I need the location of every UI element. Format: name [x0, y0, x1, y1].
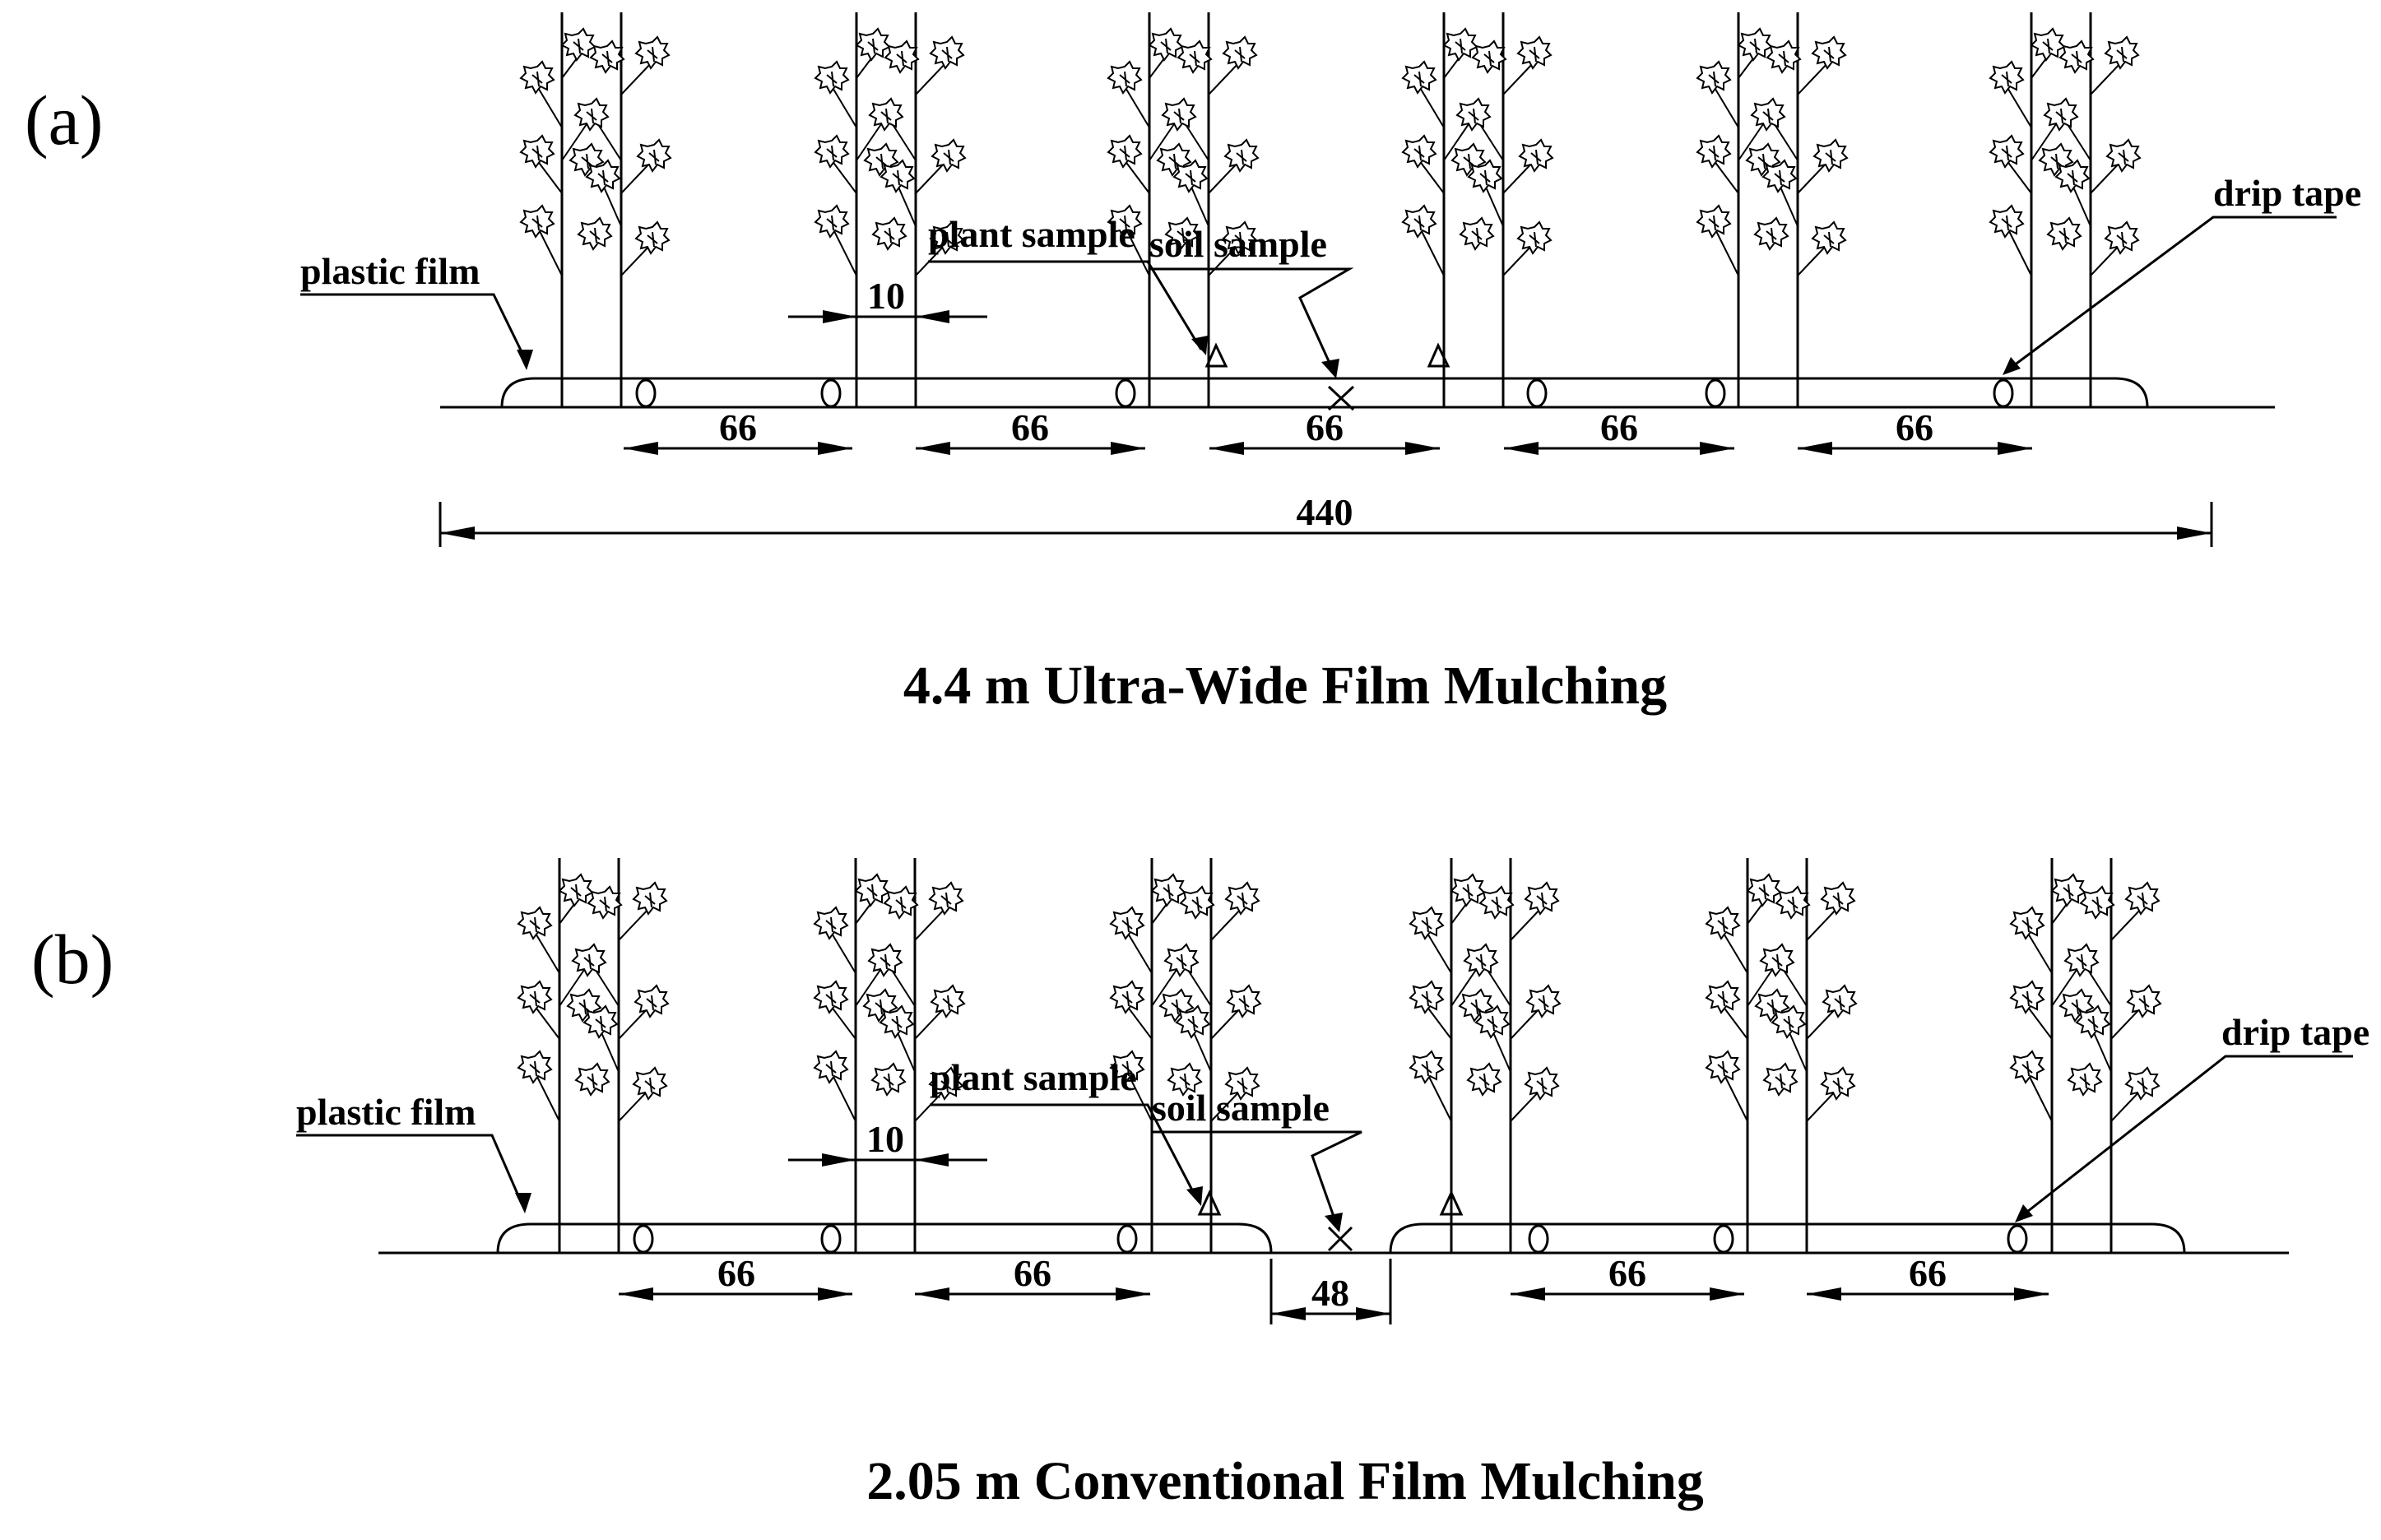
title-b: 2.05 m Conventional Film Mulching [866, 1451, 1704, 1511]
soil-sample-cross-icon [1327, 385, 1355, 411]
film-gap-value-b: 48 [1311, 1272, 1349, 1314]
total-width-dim-a: 440 [439, 491, 2213, 547]
total-width-value-a: 440 [1297, 491, 1353, 533]
drip-emitter-icon [633, 1224, 654, 1254]
plants-a [521, 12, 2140, 407]
panel-label-b: (b) [31, 920, 114, 999]
drip-emitter-icon [1993, 378, 2014, 408]
plants-b [518, 858, 2161, 1253]
row-gap-value-a: 66 [1306, 406, 1344, 448]
drip-tape-label-a: drip tape [2213, 172, 2361, 214]
plant-sample-triangle-icon [1427, 342, 1450, 368]
row-gap-value-b: 66 [717, 1252, 755, 1294]
plastic-film-label-a: plastic film [300, 250, 480, 292]
row-spacing-dim-b: 10 [788, 1118, 987, 1167]
plant-sample-label-a: plant sample [928, 213, 1135, 255]
plastic-film-b-left [496, 1222, 1273, 1254]
row-gap-dims-b: 66 66 66 66 [619, 1252, 2049, 1301]
drip-emitters-b [633, 1224, 2028, 1254]
drip-emitter-icon [1528, 1224, 1549, 1254]
drip-emitter-icon [1713, 1224, 1734, 1254]
drip-emitter-icon [635, 378, 657, 408]
row-gap-value-b: 66 [1014, 1252, 1051, 1294]
panel-a: (a) plastic film [25, 12, 2361, 716]
plant-sample-label-b: plant sample [930, 1056, 1137, 1098]
panel-b: (b) plastic film plant sample [31, 858, 2369, 1511]
title-a: 4.4 m Ultra-Wide Film Mulching [903, 656, 1667, 716]
row-gap-dims-a: 66 66 66 66 66 [624, 406, 2032, 455]
drip-emitter-icon [1116, 1224, 1138, 1254]
drip-tape-label-b: drip tape [2221, 1011, 2369, 1053]
soil-sample-label-b: soil sample [1152, 1087, 1330, 1129]
drip-emitter-icon [820, 378, 842, 408]
panel-label-a: (a) [25, 81, 103, 160]
plant-sample-triangle-icon [1204, 342, 1228, 368]
drip-emitters-a [635, 378, 2014, 408]
plant-sample-triangle-icon [1439, 1190, 1464, 1216]
soil-sample-cross-icon [1327, 1226, 1353, 1252]
plastic-film-b-right [1389, 1222, 2186, 1254]
drip-emitter-icon [1115, 378, 1136, 408]
drip-emitter-icon [1705, 378, 1726, 408]
soil-sample-label-a: soil sample [1149, 223, 1327, 265]
plastic-film-label-b: plastic film [296, 1091, 476, 1133]
row-gap-value-a: 66 [1600, 406, 1638, 448]
row-spacing-dim-a: 10 [788, 275, 987, 323]
drip-emitter-icon [2007, 1224, 2028, 1254]
row-spacing-value-a: 10 [867, 275, 905, 317]
drip-emitter-icon [820, 1224, 842, 1254]
row-spacing-value-b: 10 [866, 1118, 904, 1160]
plastic-film-a [500, 377, 2149, 408]
row-gap-value-b: 66 [1909, 1252, 1947, 1294]
drip-emitter-icon [1526, 378, 1548, 408]
plant-sample-triangle-icon [1197, 1190, 1222, 1216]
row-gap-value-b: 66 [1608, 1252, 1646, 1294]
row-gap-value-a: 66 [1896, 406, 1933, 448]
row-gap-value-a: 66 [719, 406, 757, 448]
film-gap-dim-b: 48 [1269, 1259, 1392, 1324]
row-gap-value-a: 66 [1011, 406, 1049, 448]
